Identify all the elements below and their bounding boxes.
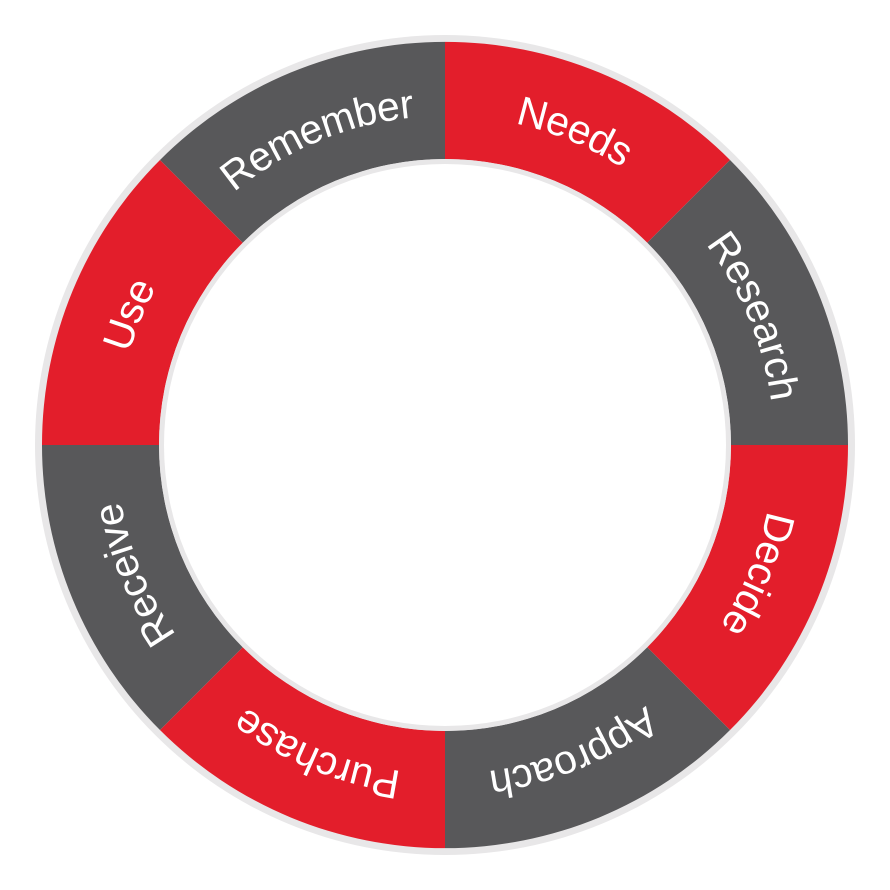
- ring-center: [164, 164, 726, 726]
